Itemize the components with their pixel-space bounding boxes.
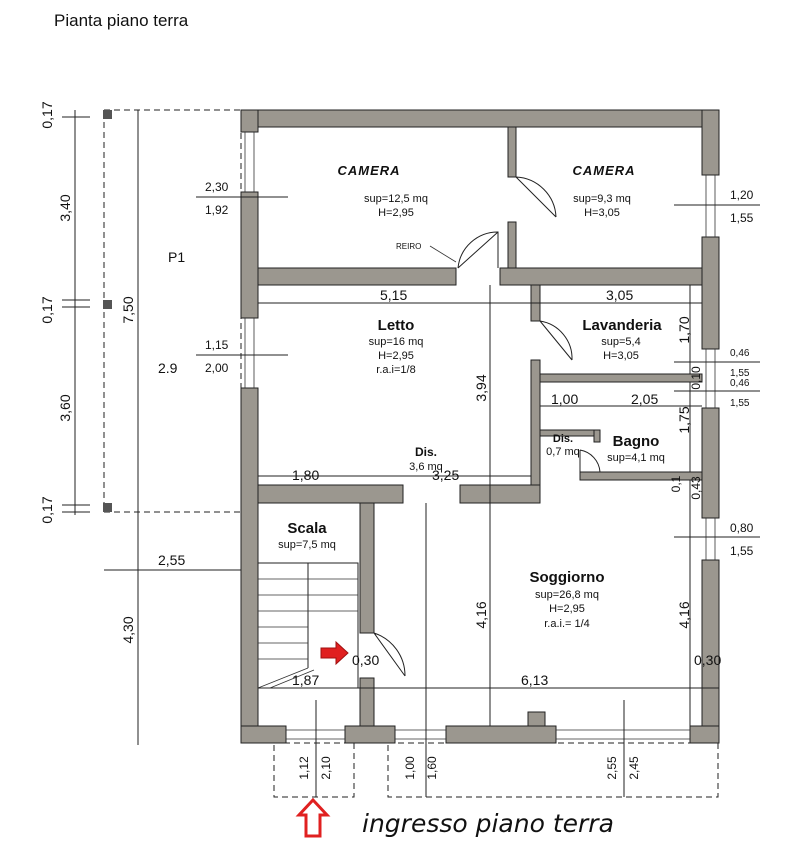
room-lavanderia: Lavanderia sup=5,4 H=3,05 <box>582 317 662 362</box>
dim-bagno-w2: 2,05 <box>631 391 658 407</box>
room-name: Dis. <box>553 433 573 445</box>
dim-wall-043: 0,43 <box>689 476 703 500</box>
dim-win-letto-top: 1,15 <box>205 338 229 352</box>
room-sup: 0,7 mq <box>546 446 580 458</box>
stairs <box>257 562 359 689</box>
dim-wall-01: 0,1 <box>669 475 683 492</box>
dim-dis-w2: 3,25 <box>432 467 459 483</box>
room-name: CAMERA <box>337 163 400 178</box>
p1-value: 2.9 <box>158 360 178 376</box>
entry-arrow-up-icon <box>295 797 331 838</box>
dim-letto-w: 5,15 <box>380 287 407 303</box>
dim-win-bagno-bot: 1,55 <box>730 398 750 409</box>
dim-lav-w: 3,05 <box>606 287 633 303</box>
reiro-label: REIRO <box>396 242 421 251</box>
dim-left-3: 3,60 <box>57 394 73 421</box>
doors <box>373 176 601 677</box>
dim-sogg-h-left: 4,16 <box>473 601 489 628</box>
room-sup: sup=4,1 mq <box>607 452 665 464</box>
dim-win-cam1-bot: 1,92 <box>205 203 229 217</box>
room-bagno: Bagno sup=4,1 mq <box>607 433 665 464</box>
dim-bagno-w1: 1,00 <box>551 391 578 407</box>
dim-bottom-0: 1,12 <box>297 756 311 780</box>
dim-left-lower: 4,30 <box>120 616 136 643</box>
room-dis-1: Dis. 3,6 mq <box>409 445 443 473</box>
room-rai: r.a.i.= 1/4 <box>544 618 590 630</box>
room-camera-2: CAMERA sup=9,3 mq H=3,05 <box>572 163 635 219</box>
dim-win-cam2-top: 1,20 <box>730 188 754 202</box>
dim-win-cam2-bot: 1,55 <box>730 211 754 225</box>
room-height: H=3,05 <box>603 350 639 362</box>
dim-left-0: 0,17 <box>39 101 55 128</box>
room-sup: sup=7,5 mq <box>278 539 336 551</box>
interior-dimensions: 5,15 3,05 1,00 2,05 1,80 3,25 3,94 1,70 … <box>292 287 721 688</box>
room-scala: Scala sup=7,5 mq <box>278 520 336 551</box>
dim-bottom-4: 2,55 <box>605 756 619 780</box>
windows <box>244 132 716 740</box>
room-sup: sup=26,8 mq <box>535 589 599 601</box>
dim-bagno-h: 1,75 <box>676 406 692 433</box>
dim-bottom-1: 2,10 <box>319 756 333 780</box>
room-rai: r.a.i=1/8 <box>376 364 415 376</box>
dim-win-lav-bot: 1,55 <box>730 368 750 379</box>
room-name: Soggiorno <box>530 569 605 586</box>
room-letto: Letto sup=16 mq H=2,95 r.a.i=1/8 <box>369 317 424 376</box>
room-name: Lavanderia <box>582 317 662 334</box>
room-name: Letto <box>378 317 415 334</box>
bottom-dimensions: 1,12 2,10 1,00 1,60 2,55 2,45 <box>297 756 641 780</box>
dim-win-sogg-top: 0,80 <box>730 521 754 535</box>
dim-win-bagno-top: 0,46 <box>730 378 750 389</box>
dim-left-4: 0,17 <box>39 496 55 523</box>
right-dimensions: 1,20 1,55 0,46 1,55 0,46 1,55 0,80 1,55 <box>730 188 754 558</box>
dim-sogg-w: 6,13 <box>521 672 548 688</box>
dim-scala-w: 1,87 <box>292 672 319 688</box>
dim-bottom-5: 2,45 <box>627 756 641 780</box>
dim-left-total: 7,50 <box>120 296 136 323</box>
room-name: Scala <box>287 520 327 537</box>
plan-title: Pianta piano terra <box>54 11 189 30</box>
room-height: H=2,95 <box>378 350 414 362</box>
dim-door-030a: 0,30 <box>352 652 379 668</box>
room-height: H=2,95 <box>378 207 414 219</box>
left-dimensions: 0,17 3,40 0,17 3,60 0,17 7,50 4,30 2,55 … <box>39 101 229 643</box>
dim-left-1: 3,40 <box>57 194 73 221</box>
dim-bottom-2: 1,00 <box>403 756 417 780</box>
dimension-lines <box>62 109 760 798</box>
dim-win-letto-bot: 2,00 <box>205 361 229 375</box>
room-sup: sup=5,4 <box>601 336 640 348</box>
reiro-leader <box>429 245 457 263</box>
room-camera-1: CAMERA sup=12,5 mq H=2,95 <box>337 163 427 219</box>
dim-bottom-3: 1,60 <box>425 756 439 780</box>
room-sup: sup=16 mq <box>369 336 424 348</box>
dim-door-030b: 0,30 <box>694 652 721 668</box>
room-dis-2: Dis. 0,7 mq <box>546 433 580 458</box>
room-sup: sup=9,3 mq <box>573 193 631 205</box>
room-height: H=3,05 <box>584 207 620 219</box>
room-name: Dis. <box>415 445 437 459</box>
dim-gap-01: 0,10 <box>689 366 703 390</box>
dim-lav-h: 1,70 <box>676 316 692 343</box>
room-name: CAMERA <box>572 163 635 178</box>
room-soggiorno: Soggiorno sup=26,8 mq H=2,95 r.a.i.= 1/4 <box>530 569 605 630</box>
entrance-label: ingresso piano terra <box>362 809 614 838</box>
room-sup: 3,6 mq <box>409 461 443 473</box>
dim-win-sogg-bot: 1,55 <box>730 544 754 558</box>
room-name: Bagno <box>613 433 660 450</box>
entry-arrow-right-icon <box>320 640 349 666</box>
room-height: H=2,95 <box>549 603 585 615</box>
p1-label: P1 <box>168 249 185 265</box>
dim-dis-w: 1,80 <box>292 467 319 483</box>
dim-left-2: 0,17 <box>39 296 55 323</box>
walls <box>240 109 720 744</box>
dim-horiz-left: 2,55 <box>158 552 185 568</box>
dim-win-lav-top: 0,46 <box>730 348 750 359</box>
dim-vert-mid: 3,94 <box>473 374 489 401</box>
room-sup: sup=12,5 mq <box>364 193 428 205</box>
dim-sogg-h-right: 4,16 <box>676 601 692 628</box>
dim-win-cam1-top: 2,30 <box>205 180 229 194</box>
